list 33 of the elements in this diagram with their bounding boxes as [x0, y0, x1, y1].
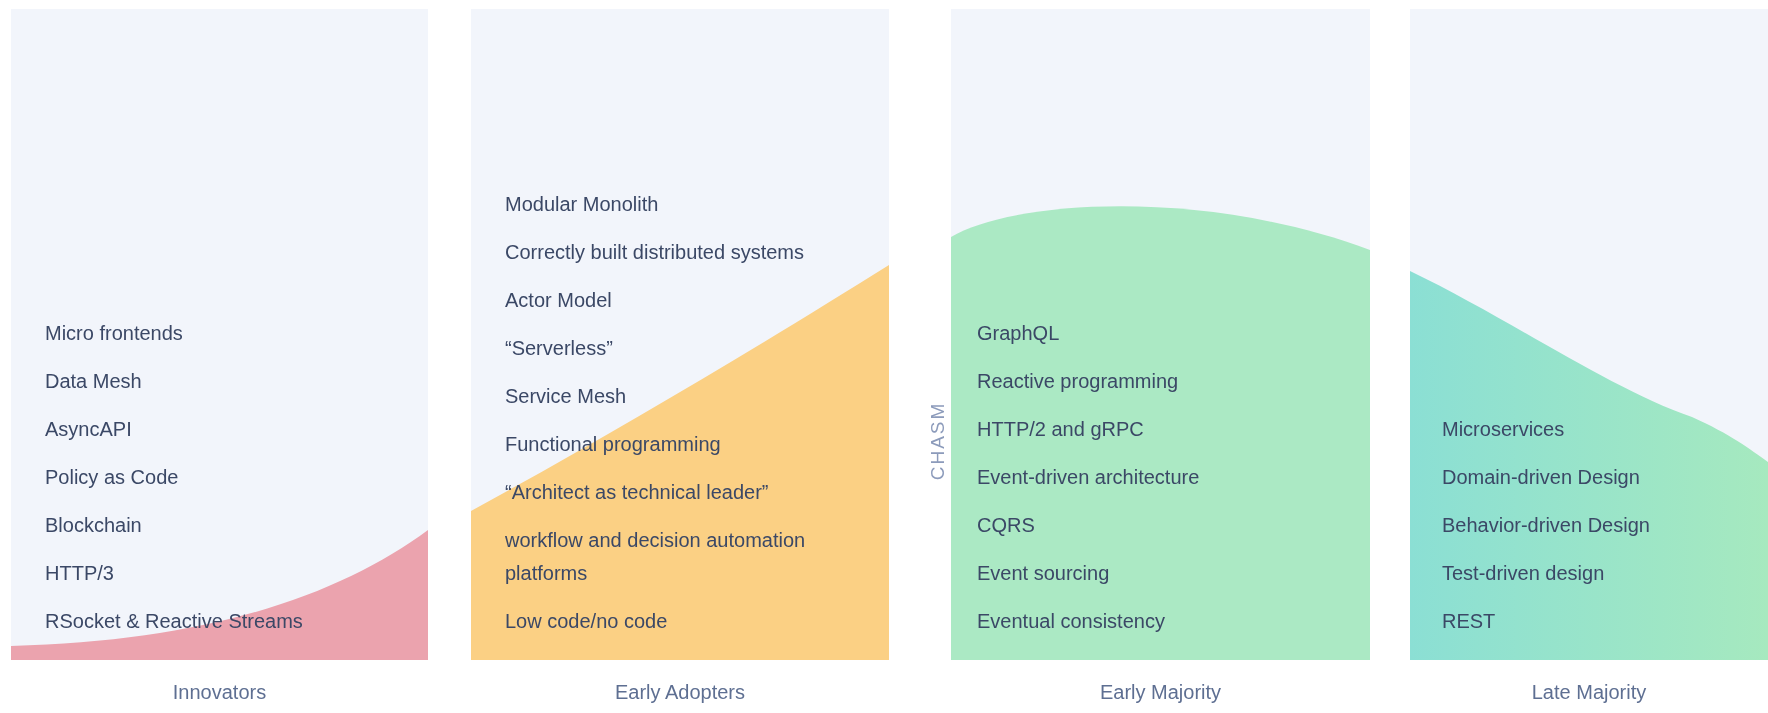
technology-label: Policy as Code [45, 465, 179, 490]
technology-label: Low code/no code [505, 609, 668, 634]
stage-heading: Early Adopters [614, 681, 746, 704]
technology-label: Data Mesh [45, 369, 142, 394]
technology-label: Modular Monolith [505, 192, 659, 217]
technology-label: CQRS [977, 513, 1035, 538]
technology-label: Event sourcing [977, 561, 1110, 586]
technology-label: Test-driven design [1442, 561, 1605, 586]
technology-label: workflow and decision automation platforms [505, 528, 807, 586]
technology-label: REST [1442, 609, 1496, 634]
technology-label: “Architect as technical leader” [505, 480, 769, 505]
technology-label: Microservices [1442, 417, 1565, 442]
technology-label: HTTP/2 and gRPC [977, 417, 1144, 442]
technology-label: Micro frontends [45, 321, 183, 346]
technology-label: GraphQL [977, 321, 1060, 346]
technology-label: Domain-driven Design [1442, 465, 1640, 490]
technology-label: AsyncAPI [45, 417, 132, 442]
technology-label: Service Mesh [505, 384, 627, 409]
technology-label: Functional programming [505, 432, 721, 457]
technology-label: Correctly built distributed systems [505, 240, 804, 265]
stage-heading: Innovators [172, 681, 267, 704]
technology-label: Behavior-driven Design [1442, 513, 1650, 538]
stage-heading: Late Majority [1531, 681, 1647, 704]
technology-label: “Serverless” [505, 336, 613, 361]
technology-label: Blockchain [45, 513, 142, 538]
technology-label: Event-driven architecture [977, 465, 1200, 490]
technology-label: Actor Model [505, 288, 612, 313]
chasm-label: CHASM [927, 400, 949, 483]
technology-label: RSocket & Reactive Streams [45, 609, 303, 634]
stage-heading: Early Majority [1099, 681, 1222, 704]
technology-label: Reactive programming [977, 369, 1179, 394]
technology-label: HTTP/3 [45, 561, 114, 586]
technology-label: Eventual consistency [977, 609, 1165, 634]
